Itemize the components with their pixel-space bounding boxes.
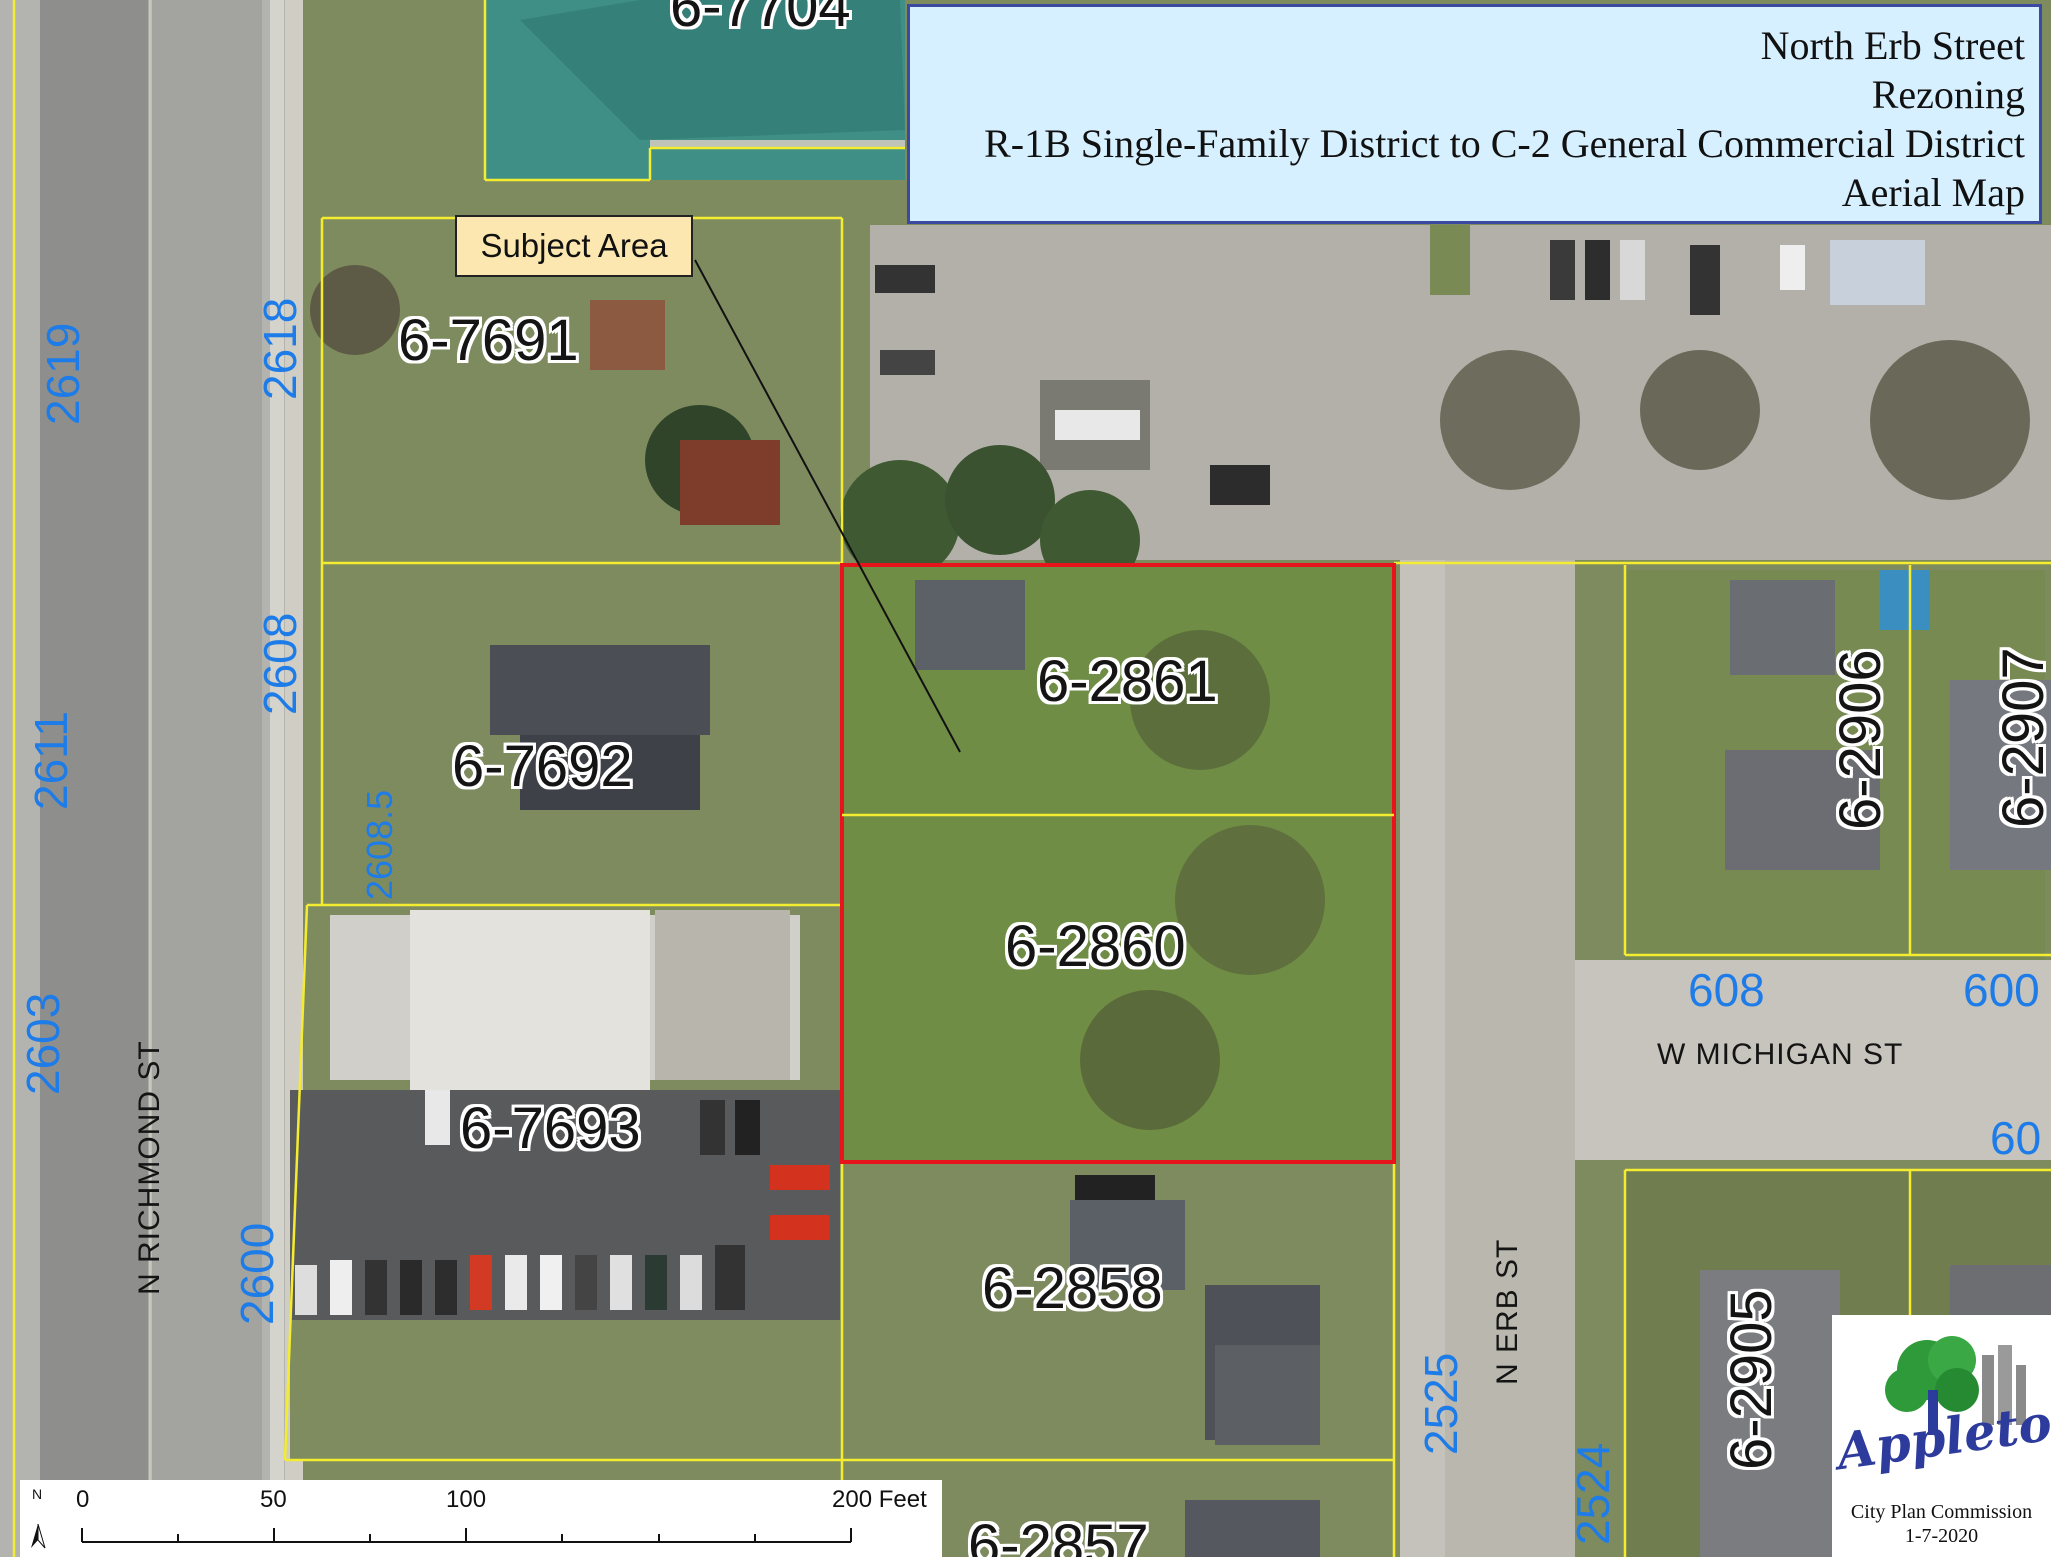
address-2600: 2600 — [231, 1222, 283, 1325]
address-2524: 2524 — [1567, 1442, 1619, 1545]
title-line-1: North Erb Street — [1760, 23, 2025, 68]
scale-bar: N 0 50 100 200 Feet — [20, 1480, 942, 1557]
parcel-label-6-2907: 6-2907 — [1991, 647, 2051, 828]
logo-date: 1-7-2020 — [1904, 1525, 1979, 1547]
address-2608: 2608 — [254, 612, 306, 715]
street-n-erb-st: N ERB ST — [1491, 1238, 1524, 1385]
parcel-label-6-2860: 6-2860 — [1005, 914, 1186, 979]
subject-area-outline[interactable] — [840, 563, 1396, 1164]
city-of-appleton-logo: Appleton City Plan Commission 1-7-2020 — [1832, 1315, 2051, 1557]
address-608: 608 — [1688, 964, 1765, 1016]
parcel-label-6-7692: 6-7692 — [452, 734, 633, 799]
title-line-4: Aerial Map — [1841, 170, 2025, 215]
scale-label-200-feet: 200 Feet — [832, 1486, 927, 1513]
address-2611: 2611 — [25, 711, 77, 810]
address-2619: 2619 — [37, 322, 89, 425]
address-2618: 2618 — [254, 297, 306, 400]
scale-label-0: 0 — [76, 1486, 90, 1513]
north-arrow-icon — [31, 1523, 46, 1549]
address-2603: 2603 — [17, 992, 69, 1095]
parcel-label-6-2861: 6-2861 — [1037, 649, 1218, 714]
title-line-3: R-1B Single-Family District to C-2 Gener… — [984, 121, 2025, 166]
street-w-michigan-st: W MICHIGAN ST — [1657, 1038, 1904, 1071]
address-60: 60 — [1990, 1112, 2042, 1164]
address-600: 600 — [1963, 964, 2040, 1016]
tree-logo-icon — [1885, 1336, 2026, 1435]
logo-commission: City Plan Commission — [1850, 1501, 2033, 1523]
parcel-label-6-7693: 6-7693 — [460, 1096, 641, 1161]
scale-label-50: 50 — [260, 1486, 287, 1513]
street-n-richmond-st: N RICHMOND ST — [133, 1040, 166, 1295]
north-arrow-label: N — [32, 1486, 43, 1502]
parcel-label-6-7704: 6-7704 — [670, 0, 851, 39]
parcel-label-6-2858: 6-2858 — [982, 1256, 1163, 1321]
callout-leader-line — [694, 259, 961, 753]
address-2525: 2525 — [1415, 1352, 1467, 1455]
title-line-2: Rezoning — [1871, 72, 2025, 117]
parcel-label-6-2905: 6-2905 — [1719, 1289, 1784, 1470]
parcel-label-6-2906: 6-2906 — [1828, 649, 1893, 830]
parcel-label-6-7691: 6-7691 — [398, 308, 579, 373]
address-2608-5: 2608.5 — [359, 789, 400, 900]
scale-label-100: 100 — [446, 1486, 487, 1513]
parcel-label-6-2857: 6-2857 — [968, 1513, 1149, 1557]
map-title-box: North Erb Street Rezoning R-1B Single-Fa… — [907, 4, 2042, 224]
subject-area-callout: Subject Area — [455, 215, 693, 277]
